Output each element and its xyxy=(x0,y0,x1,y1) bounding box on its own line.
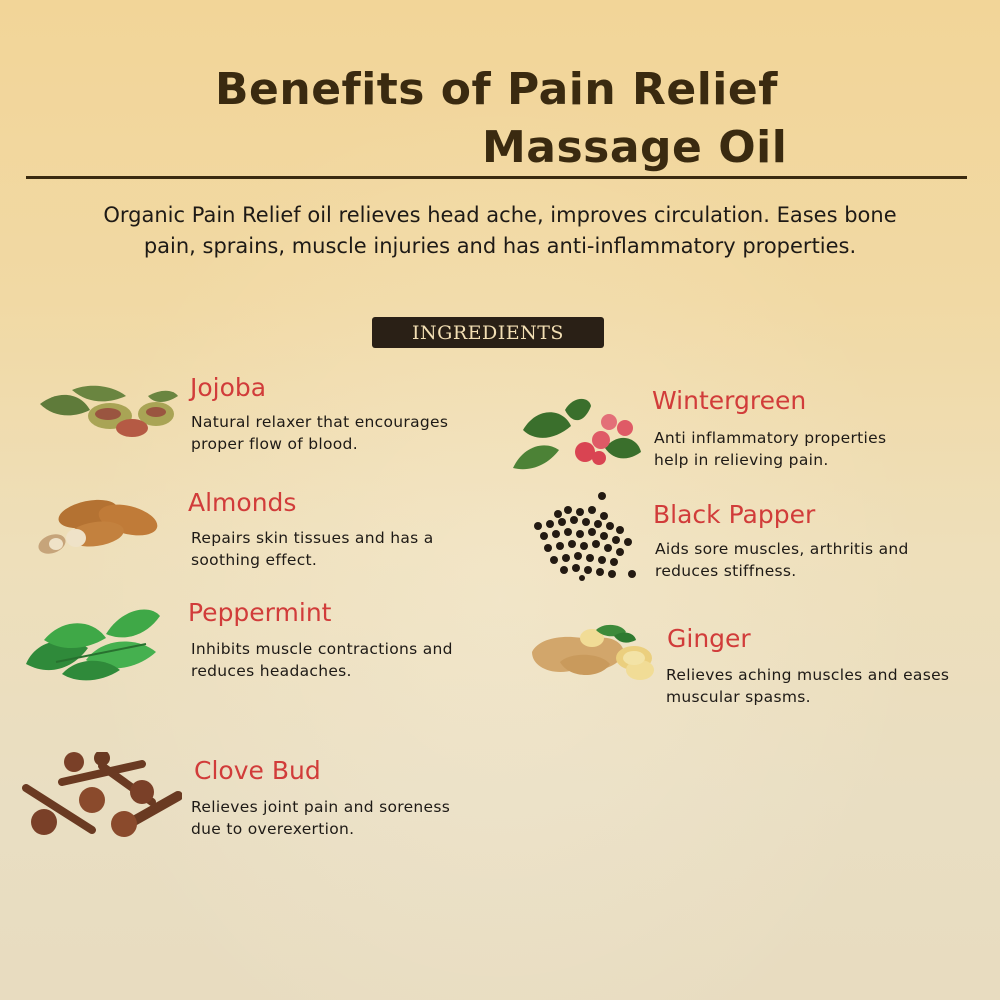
ingredient-name: Clove Bud xyxy=(194,756,321,785)
ingredient-description-line-2: proper flow of blood. xyxy=(191,435,358,453)
intro-text: Organic Pain Relief oil relieves head ac… xyxy=(103,203,897,258)
ingredient-description-line-1: Repairs skin tissues and has a xyxy=(191,529,434,547)
ingredient-description-line-1: Relieves aching muscles and eases xyxy=(666,666,950,684)
ingredient-description-line-2: due to overexertion. xyxy=(191,820,355,838)
clove-icon xyxy=(22,752,182,842)
ingredient-description-line-1: Relieves joint pain and soreness xyxy=(191,798,451,816)
ginger-icon xyxy=(530,622,660,684)
ingredient-name: Ginger xyxy=(667,624,751,653)
ingredient-description-line-2: help in relieving pain. xyxy=(654,451,829,469)
ingredient-name: Jojoba xyxy=(190,373,267,402)
black-pepper-icon xyxy=(528,490,640,582)
ingredient-name: Wintergreen xyxy=(652,386,807,415)
peppermint-icon xyxy=(26,604,176,684)
ingredients-badge: INGREDIENTS xyxy=(372,317,604,348)
ingredient-description-line-1: Anti inflammatory properties xyxy=(654,429,887,447)
ingredient-description-line-1: Natural relaxer that encourages xyxy=(191,413,449,431)
ingredient-name: Black Papper xyxy=(653,500,816,529)
ingredient-description-line-2: soothing effect. xyxy=(191,551,318,569)
ingredient-description-line-1: Inhibits muscle contractions and xyxy=(191,640,453,658)
ingredient-description-line-2: muscular spasms. xyxy=(666,688,811,706)
title-divider xyxy=(26,176,967,179)
ingredient-description-line-1: Aids sore muscles, arthritis and xyxy=(655,540,909,558)
page-title-line-1: Benefits of Pain Relief xyxy=(215,64,778,115)
ingredient-description-line-2: reduces stiffness. xyxy=(655,562,797,580)
page-title-line-2: Massage Oil xyxy=(482,122,788,173)
wintergreen-icon xyxy=(513,396,643,472)
ingredients-badge-label: INGREDIENTS xyxy=(412,321,564,344)
ingredient-name: Peppermint xyxy=(188,598,332,627)
almond-icon xyxy=(36,494,160,558)
ingredient-description-line-2: reduces headaches. xyxy=(191,662,352,680)
jojoba-icon xyxy=(38,382,178,442)
ingredient-name: Almonds xyxy=(188,488,297,517)
